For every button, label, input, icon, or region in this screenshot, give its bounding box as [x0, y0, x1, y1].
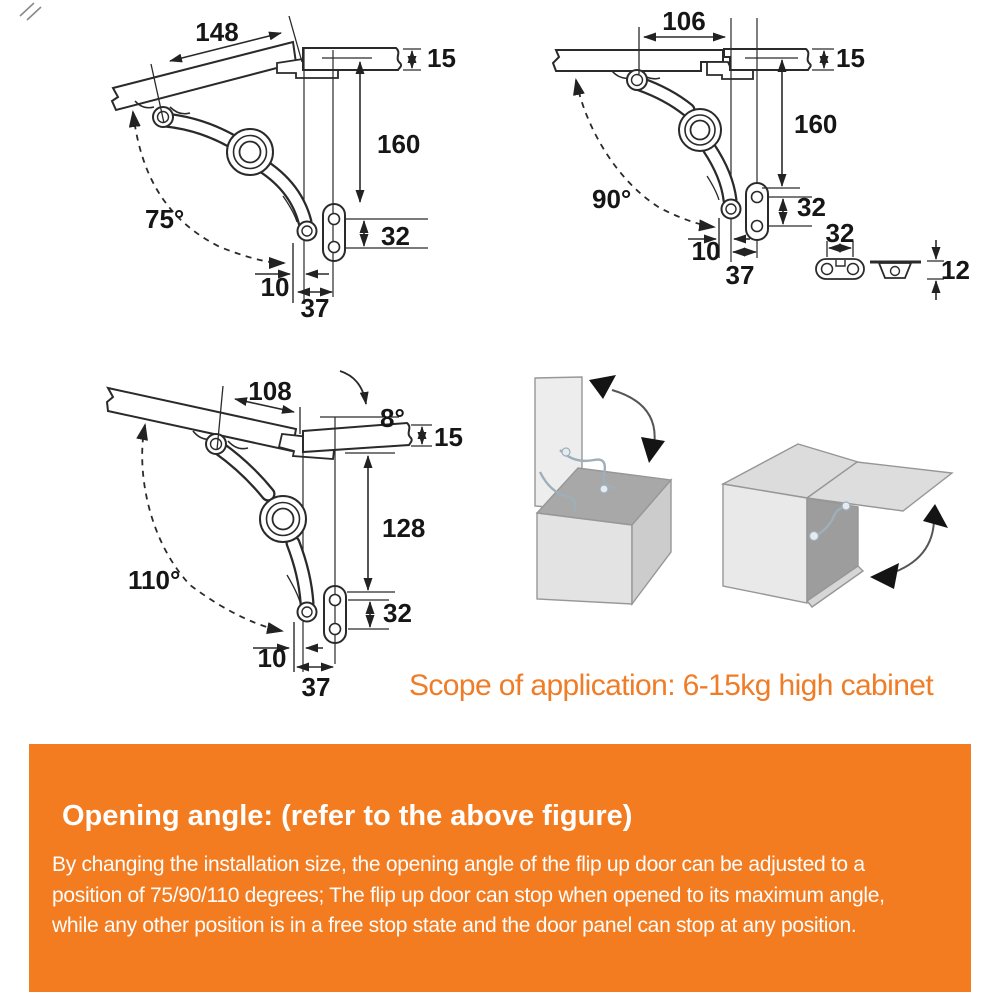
door-panel: [551, 49, 724, 72]
dim-thickness: [403, 48, 421, 71]
bracket-side-view: [870, 240, 944, 300]
hinge-boss: [678, 108, 722, 152]
label-depth-75: 37: [301, 293, 330, 323]
cabinet-front: [722, 483, 808, 604]
label-spacing-110: 32: [383, 598, 412, 628]
diagram-110-deg: 108 8° 15 128 32 110° 10 37: [105, 370, 463, 702]
dim-hole-spacing: [348, 599, 389, 630]
swing-arc: [611, 389, 656, 447]
label-tilt-110: 8°: [380, 403, 405, 433]
swing-arrowhead-down: [641, 437, 665, 463]
label-bracket-width: 32: [826, 218, 855, 248]
break-marks: [19, 2, 42, 21]
mounting-plate: [745, 182, 769, 241]
label-thickness-75: 15: [427, 43, 456, 73]
cabinet-panel: [723, 48, 812, 71]
label-height-110: 128: [382, 513, 425, 543]
info-box-title: Opening angle: (refer to the above figur…: [62, 800, 633, 832]
info-box-body: By changing the installation size, the o…: [52, 850, 885, 942]
cabinet-horizontal-open: [720, 443, 954, 608]
label-depth-90: 37: [726, 260, 755, 290]
hinge-boss: [226, 128, 274, 176]
cabinet-bottom-edge: [805, 565, 865, 608]
lower-pivot: [720, 198, 742, 220]
label-thickness-90: 15: [836, 43, 865, 73]
info-box: Opening angle: (refer to the above figur…: [29, 744, 971, 992]
dim-thickness: [411, 424, 432, 447]
label-offset-110: 10: [258, 643, 287, 673]
swing-arrowhead-left: [870, 563, 899, 589]
bracket-top-view: [815, 241, 865, 280]
lower-pivot: [296, 601, 318, 623]
upper-pivot: [626, 69, 648, 91]
label-spacing-75: 32: [381, 221, 410, 251]
cabinet-side: [631, 478, 672, 607]
cabinet-vertical-open: [534, 375, 673, 607]
hinge-diagrams: 148 15 160 32 75° 10 37: [19, 2, 970, 702]
label-offset-90: 10: [692, 236, 721, 266]
dim-hole-spacing: [346, 218, 428, 249]
lower-pivot: [296, 220, 318, 242]
swing-arrowhead-up: [589, 375, 616, 399]
label-door-length-90: 106: [662, 6, 705, 36]
cabinet-front: [536, 512, 633, 605]
swing-arrowhead-up: [923, 504, 948, 528]
opening-arc: [136, 423, 284, 634]
scope-caption: Scope of application: 6-15kg high cabine…: [409, 669, 934, 702]
label-door-length-75: 148: [195, 17, 238, 47]
cabinet-panel: [302, 47, 403, 71]
hinge-sketch: [808, 501, 851, 542]
dim-hole-spacing: [769, 196, 812, 227]
upper-pivot: [205, 433, 227, 455]
dim-height: [762, 59, 800, 189]
label-height-90: 160: [794, 109, 837, 139]
dim-thickness: [812, 48, 834, 71]
flip-door: [805, 461, 954, 512]
dim-door-length: [638, 27, 726, 74]
info-body-line: position of 75/90/110 degrees; The flip …: [52, 883, 885, 907]
label-spacing-90: 32: [797, 192, 826, 222]
hinge-sketch: [538, 447, 617, 513]
info-body-line: By changing the installation size, the o…: [52, 853, 865, 876]
label-thickness-110: 15: [434, 422, 463, 452]
label-angle-110: 110°: [128, 565, 180, 595]
label-height-75: 160: [377, 129, 420, 159]
label-depth-110: 37: [302, 672, 331, 702]
label-angle-90: 90°: [592, 184, 631, 214]
diagram-75-deg: 148 15 160 32 75° 10 37: [110, 15, 456, 323]
opening-arc: [128, 110, 286, 269]
tilt-arc: [339, 370, 369, 405]
label-door-length-110: 108: [248, 376, 291, 406]
hinge-boss: [259, 495, 307, 543]
label-offset-75: 10: [261, 272, 290, 302]
cabinet-panel: [302, 421, 413, 454]
mounting-plate: [322, 50, 346, 297]
label-bracket-height: 12: [941, 255, 970, 285]
diagram-90-deg: 106 15 160 32 90° 10 37 32 12: [551, 6, 970, 300]
label-angle-75: 75°: [145, 204, 184, 234]
opening-arc: [573, 78, 716, 232]
info-body-line: while any other position is in a free st…: [52, 914, 857, 938]
mounting-plate: [323, 417, 347, 664]
dim-height: [345, 452, 395, 593]
